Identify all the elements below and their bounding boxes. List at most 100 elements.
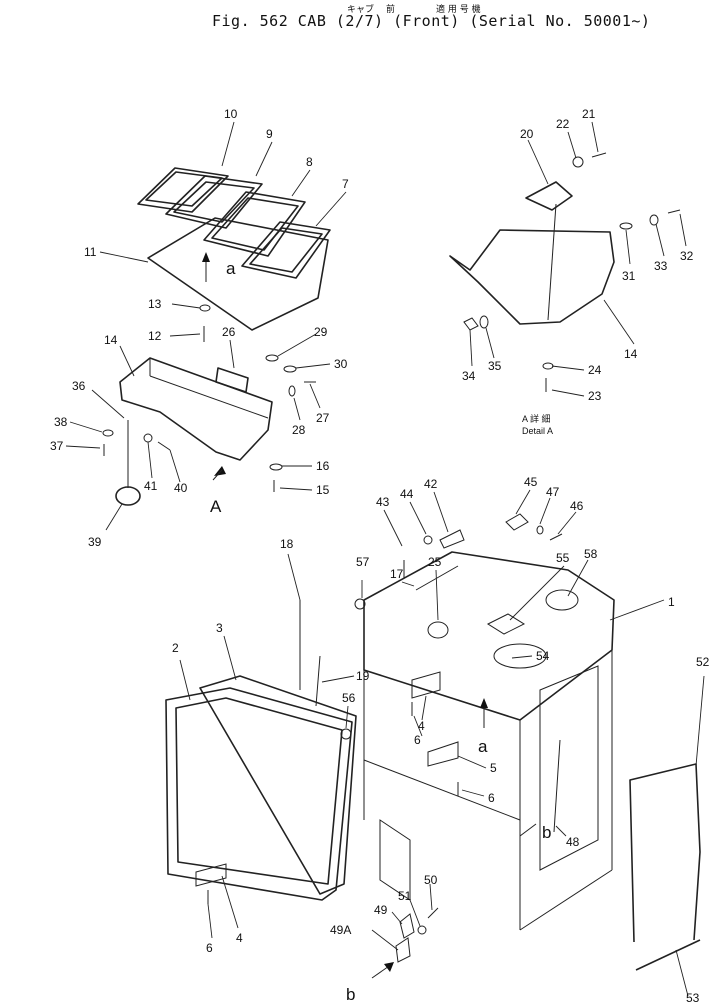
leader-31 [625,229,631,265]
callout-36: 36 [72,379,86,393]
arrow-a-head [202,252,210,262]
leader-41 [147,441,153,479]
plate-42 [439,529,465,549]
leader-21 [591,121,599,153]
leader-5 [457,755,487,769]
leader-38 [69,421,103,433]
leader-34 [469,329,473,367]
callout-26: 26 [222,325,236,339]
washer-22 [572,156,584,168]
header-front-kanji: 前 [386,5,396,15]
leader-4-lower [221,875,239,929]
callout-24: 24 [588,363,602,377]
leader-19 [321,675,355,683]
callout-29: 29 [314,325,328,339]
callout-47: 47 [546,485,560,499]
leader-47 [539,497,551,525]
callout-41: 41 [144,479,158,493]
leader-54 [511,655,533,659]
leader-48 [555,825,567,837]
plate-45 [505,513,529,531]
callout-6-lower: 6 [488,791,495,805]
callout-51: 51 [398,889,412,903]
bracket-55 [486,613,526,635]
leader-6-glass [207,903,213,939]
callout-35: 35 [488,359,502,373]
callout-3: 3 [216,621,223,635]
callout-52: 52 [696,655,710,669]
cab-side-window [539,665,599,871]
callout-13: 13 [148,297,162,311]
leader-11 [99,251,149,263]
plate-54 [493,643,547,669]
view-letters: a A a b b [210,259,551,1004]
leader-3 [223,635,237,681]
arrow-A-shaft [212,469,223,481]
leader-26 [229,339,235,369]
callout-57: 57 [356,555,370,569]
bracket-14-detail [449,229,615,325]
callout-53: 53 [686,991,700,1005]
glass-2-inner [175,697,343,885]
leader-14-left [119,345,135,377]
bracket-edge-2 [149,375,269,419]
callout-8: 8 [306,155,313,169]
leader-1 [609,599,665,621]
callout-49: 49 [374,903,388,917]
plate-20 [525,181,573,211]
leader-42 [433,491,449,533]
letter-a-upper: a [226,259,236,278]
callout-4-upper: 4 [418,719,425,733]
callout-7: 7 [342,177,349,191]
plate-5 [427,741,459,767]
roof-pad-10 [137,167,229,213]
callout-6-glass: 6 [206,941,213,955]
seal-right-assembly [629,763,701,971]
leader-27 [309,383,321,409]
callout-1: 1 [668,595,675,609]
leader-24 [551,365,585,371]
washer-47 [536,525,544,535]
leader-36 [91,389,125,419]
callout-54: 54 [536,649,550,663]
leader-40 [169,449,181,483]
plate-26 [215,367,249,393]
bolt-21 [591,152,607,158]
leader-17 [401,581,415,587]
cab-frame-roof [363,551,615,721]
leader-18 [287,553,301,601]
callout-56: 56 [342,691,356,705]
plate-25 [427,621,449,639]
grommet-57 [354,598,366,610]
arrow-b-upper-shaft [519,823,537,837]
callout-11: 11 [84,245,97,259]
bolt-46 [549,533,563,541]
leader-6-upper [413,715,423,737]
leader-20 [527,139,549,185]
leader-46 [557,511,577,535]
plate-4-lower [195,863,227,887]
callout-2: 2 [172,641,179,655]
roof-panel-assembly [137,167,331,342]
letter-b-upper: b [542,823,551,842]
washer-13 [199,304,211,312]
callout-34: 34 [462,369,476,383]
bolt-32 [667,209,681,214]
nut-29 [265,354,279,362]
washer-44 [423,535,433,545]
callout-44: 44 [400,487,414,501]
roof-pad-8-inner [211,197,299,251]
leader-15 [279,487,313,491]
leader-45 [515,489,531,515]
callout-27: 27 [316,411,330,425]
bracket-49 [399,913,415,939]
leader-56 [345,705,349,729]
callout-38: 38 [54,415,68,429]
washer-38 [102,429,114,437]
nut-34 [463,317,479,331]
cab-lower-left [379,819,411,901]
glass-assembly [165,600,357,904]
seal-3 [199,675,357,895]
